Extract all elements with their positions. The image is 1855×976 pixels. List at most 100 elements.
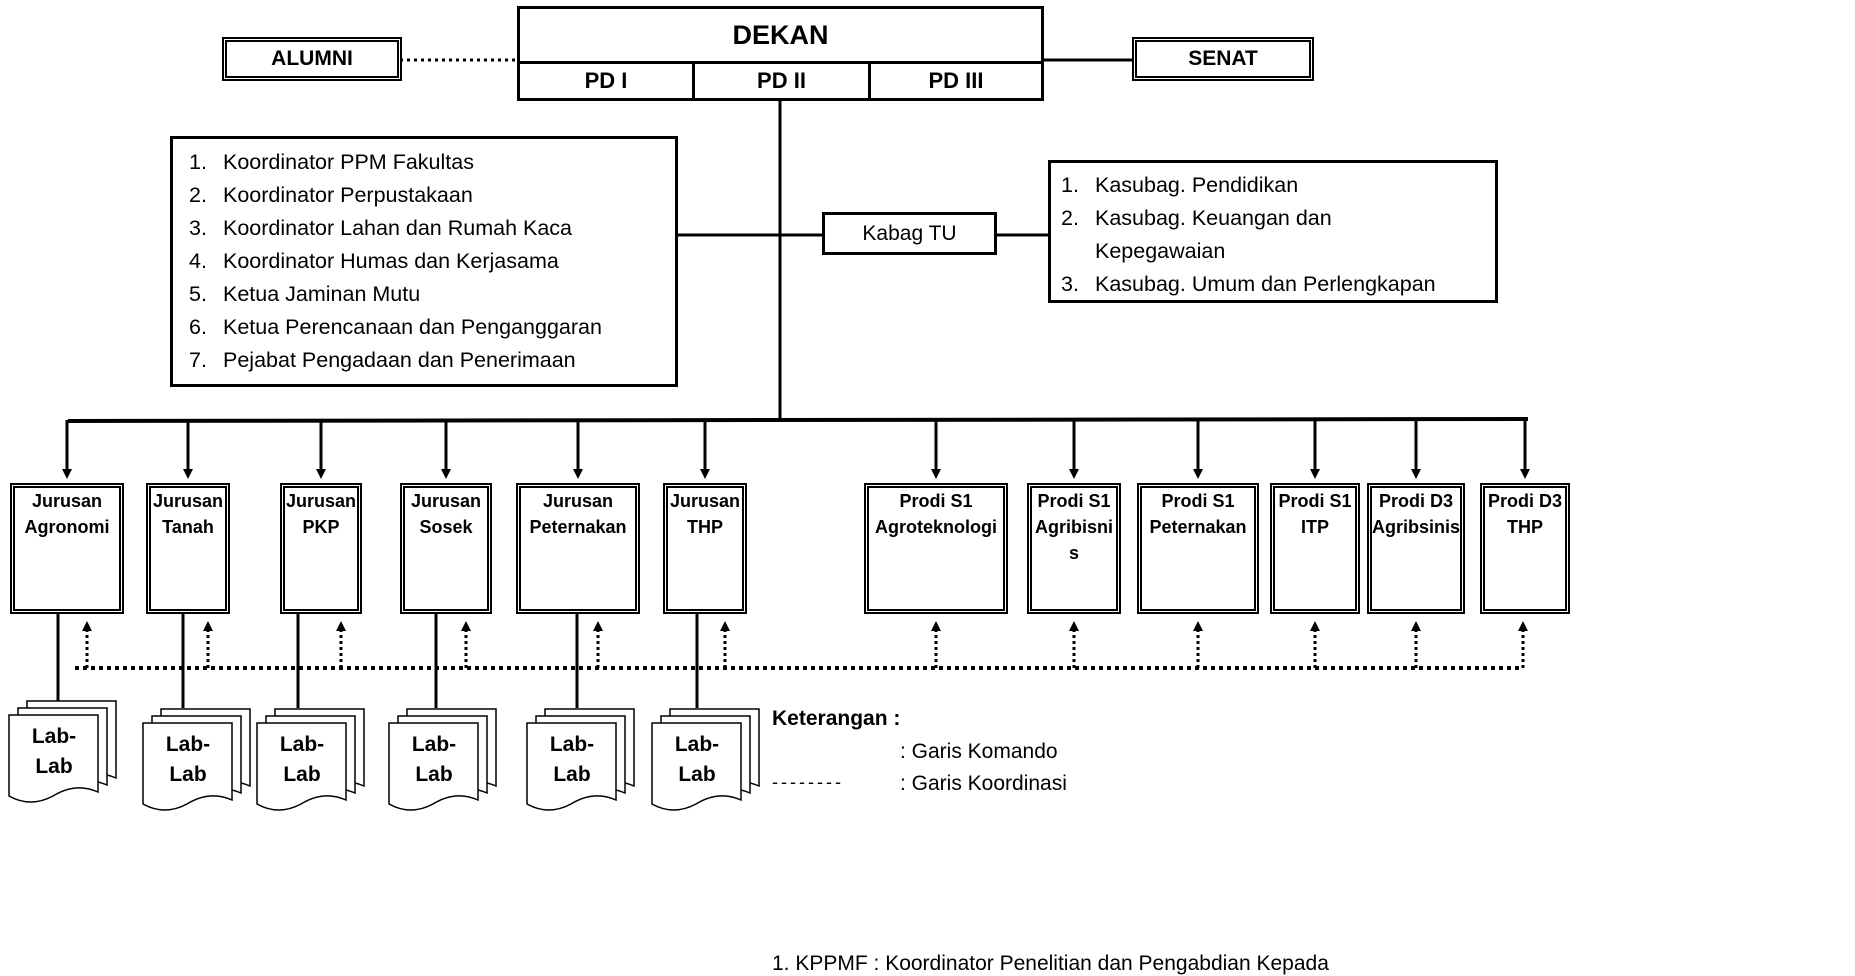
- list-item-number: 7.: [189, 348, 207, 372]
- list-item-text: Koordinator Lahan dan Rumah Kaca: [223, 216, 573, 240]
- alumni-box: ALUMNI: [222, 37, 402, 81]
- list-item: 6.Ketua Perencanaan dan Penganggaran: [189, 311, 675, 344]
- lab-stack: Lab- Lab: [651, 708, 763, 820]
- lab-stack: Lab-Lab: [388, 708, 500, 820]
- dekan-label: DEKAN: [732, 19, 829, 50]
- lab-stack: Lab- Lab: [8, 700, 120, 820]
- legend-koordinasi: : Garis Koordinasi: [900, 772, 1067, 795]
- unit-label-line-2: PKP: [302, 517, 340, 537]
- lab-label-line-1: Lab-: [31, 725, 77, 748]
- list-item-number: 3.: [189, 216, 207, 240]
- lab-label: Lab- Lab: [8, 722, 100, 782]
- unit-label-line-1: Prodi S1: [1161, 491, 1235, 511]
- unit-label-line-1: Prodi S1: [1037, 491, 1111, 511]
- legend-koordinasi-symbol: - - - - - - - -: [772, 772, 841, 792]
- unit-label-line-2: ITP: [1300, 517, 1329, 537]
- coordinator-list: 1. Koordinator PPM Fakultas 2. Koordinator …: [189, 146, 675, 377]
- unit-drop-arrows: [62, 420, 1530, 479]
- lab-label-line-2: Lab: [169, 763, 207, 786]
- document-stack-icon: [8, 700, 117, 803]
- lab-connector-lines: [56, 614, 699, 708]
- document-stack-icon: [388, 708, 497, 811]
- unit-label-line-1: Jurusan: [410, 491, 482, 511]
- list-item-text: Pejabat Pengadaan dan Penerimaan: [223, 348, 576, 372]
- document-stack-icon: [651, 708, 760, 811]
- unit-label-line-2: Peternakan: [529, 517, 627, 537]
- unit-label-line-1: Jurusan: [31, 491, 103, 511]
- unit-label-line-2: Agronomi: [24, 517, 110, 537]
- unit-label-line-1: Prodi S1: [1278, 491, 1352, 511]
- legend-title: Keterangan :: [772, 707, 901, 730]
- list-item-text: Ketua Perencanaan dan Penganggaran: [223, 315, 602, 339]
- list-item: 1. Kasubag. Pendidikan: [1061, 169, 1495, 202]
- list-item: 7. Pejabat Pengadaan dan Penerimaan: [189, 344, 675, 377]
- pd3-cell: PD III: [871, 64, 1041, 98]
- lab-label-line-2: Lab: [553, 763, 591, 786]
- document-stack-icon: [142, 708, 251, 811]
- unit-label-line-1: Jurusan: [152, 491, 224, 511]
- unit-label-line-1: Jurusan: [285, 491, 357, 511]
- list-item-text: Kasubag. Pendidikan: [1095, 173, 1299, 197]
- list-item-text: Koordinator PPM Fakultas: [223, 150, 474, 174]
- lab-label-line-1: Lab-: [549, 733, 595, 756]
- legend-footnote: 1. KPPMF : Koordinator Penelitian dan Pe…: [772, 952, 1329, 975]
- unit-label-line-1: Prodi D3: [1378, 491, 1453, 511]
- list-item: 4.Koordinator Humas dan Kerjasama: [189, 245, 675, 278]
- list-item-number: 2.: [189, 183, 207, 207]
- list-item-text: Kasubag. Umum dan Perlengkapan: [1095, 272, 1436, 296]
- dekan-box: DEKAN PD I PD II PD III: [517, 6, 1044, 101]
- unit-label-line-2: THP: [1507, 517, 1543, 537]
- list-item-text: Kasubag. Keuangan dan: [1095, 206, 1332, 230]
- senat-box: SENAT: [1132, 37, 1314, 81]
- kabag-tu-label: Kabag TU: [862, 221, 957, 245]
- pd3-label: PD III: [928, 68, 984, 93]
- lab-label: Lab-Lab: [256, 730, 348, 790]
- unit-label-line-2: Tanah: [162, 517, 214, 537]
- list-item-number: 1.: [189, 150, 207, 174]
- dekan-title: DEKAN: [520, 9, 1041, 64]
- coordination-arrows: [82, 621, 1528, 668]
- unit-label-line-2: Agroteknologi: [875, 517, 997, 537]
- unit-label-line-1: Jurusan: [669, 491, 741, 511]
- lab-stack: Lab-Lab: [256, 708, 368, 820]
- list-item-number: 3.: [1061, 272, 1079, 296]
- list-item-text: Koordinator Humas dan Kerjasama: [223, 249, 559, 273]
- list-item-number: [1061, 235, 1095, 268]
- lab-label: Lab-Lab: [388, 730, 480, 790]
- kasubag-list: 1. Kasubag. Pendidikan 2.Kasubag. Keuangan…: [1061, 169, 1495, 301]
- unit-box: Prodi S1 ITP: [1270, 483, 1360, 614]
- list-item-text: Ketua Jaminan Mutu: [223, 282, 421, 306]
- pd1-label: PD I: [584, 68, 628, 93]
- list-item-text: Koordinator Perpustakaan: [223, 183, 473, 207]
- lab-label-line-2: Lab: [678, 763, 716, 786]
- lab-label-line-1: Lab-: [674, 733, 720, 756]
- lab-label-line-1: Lab-: [411, 733, 457, 756]
- alumni-label: ALUMNI: [271, 47, 353, 70]
- lab-label: Lab- Lab: [526, 730, 618, 790]
- lab-label-line-1: Lab-: [165, 733, 211, 756]
- lab-label-line-2: Lab: [283, 763, 321, 786]
- list-item: 1. Koordinator PPM Fakultas: [189, 146, 675, 179]
- list-item-number: 5.: [189, 282, 207, 306]
- list-item: Kepegawaian: [1061, 235, 1495, 268]
- lab-label-line-2: Lab: [35, 755, 73, 778]
- senat-label: SENAT: [1188, 47, 1258, 70]
- list-item-number: 1.: [1061, 173, 1079, 197]
- list-item: 2. Koordinator Perpustakaan: [189, 179, 675, 212]
- pd1-cell: PD I: [520, 64, 695, 98]
- coordinator-list-box: 1. Koordinator PPM Fakultas 2. Koordinator …: [170, 136, 678, 387]
- lab-stack: Lab- Lab: [142, 708, 254, 820]
- list-item: 2.Kasubag. Keuangan dan: [1061, 202, 1495, 235]
- list-item: 3. Kasubag. Umum dan Perlengkapan: [1061, 268, 1495, 301]
- pd2-cell: PD II: [695, 64, 871, 98]
